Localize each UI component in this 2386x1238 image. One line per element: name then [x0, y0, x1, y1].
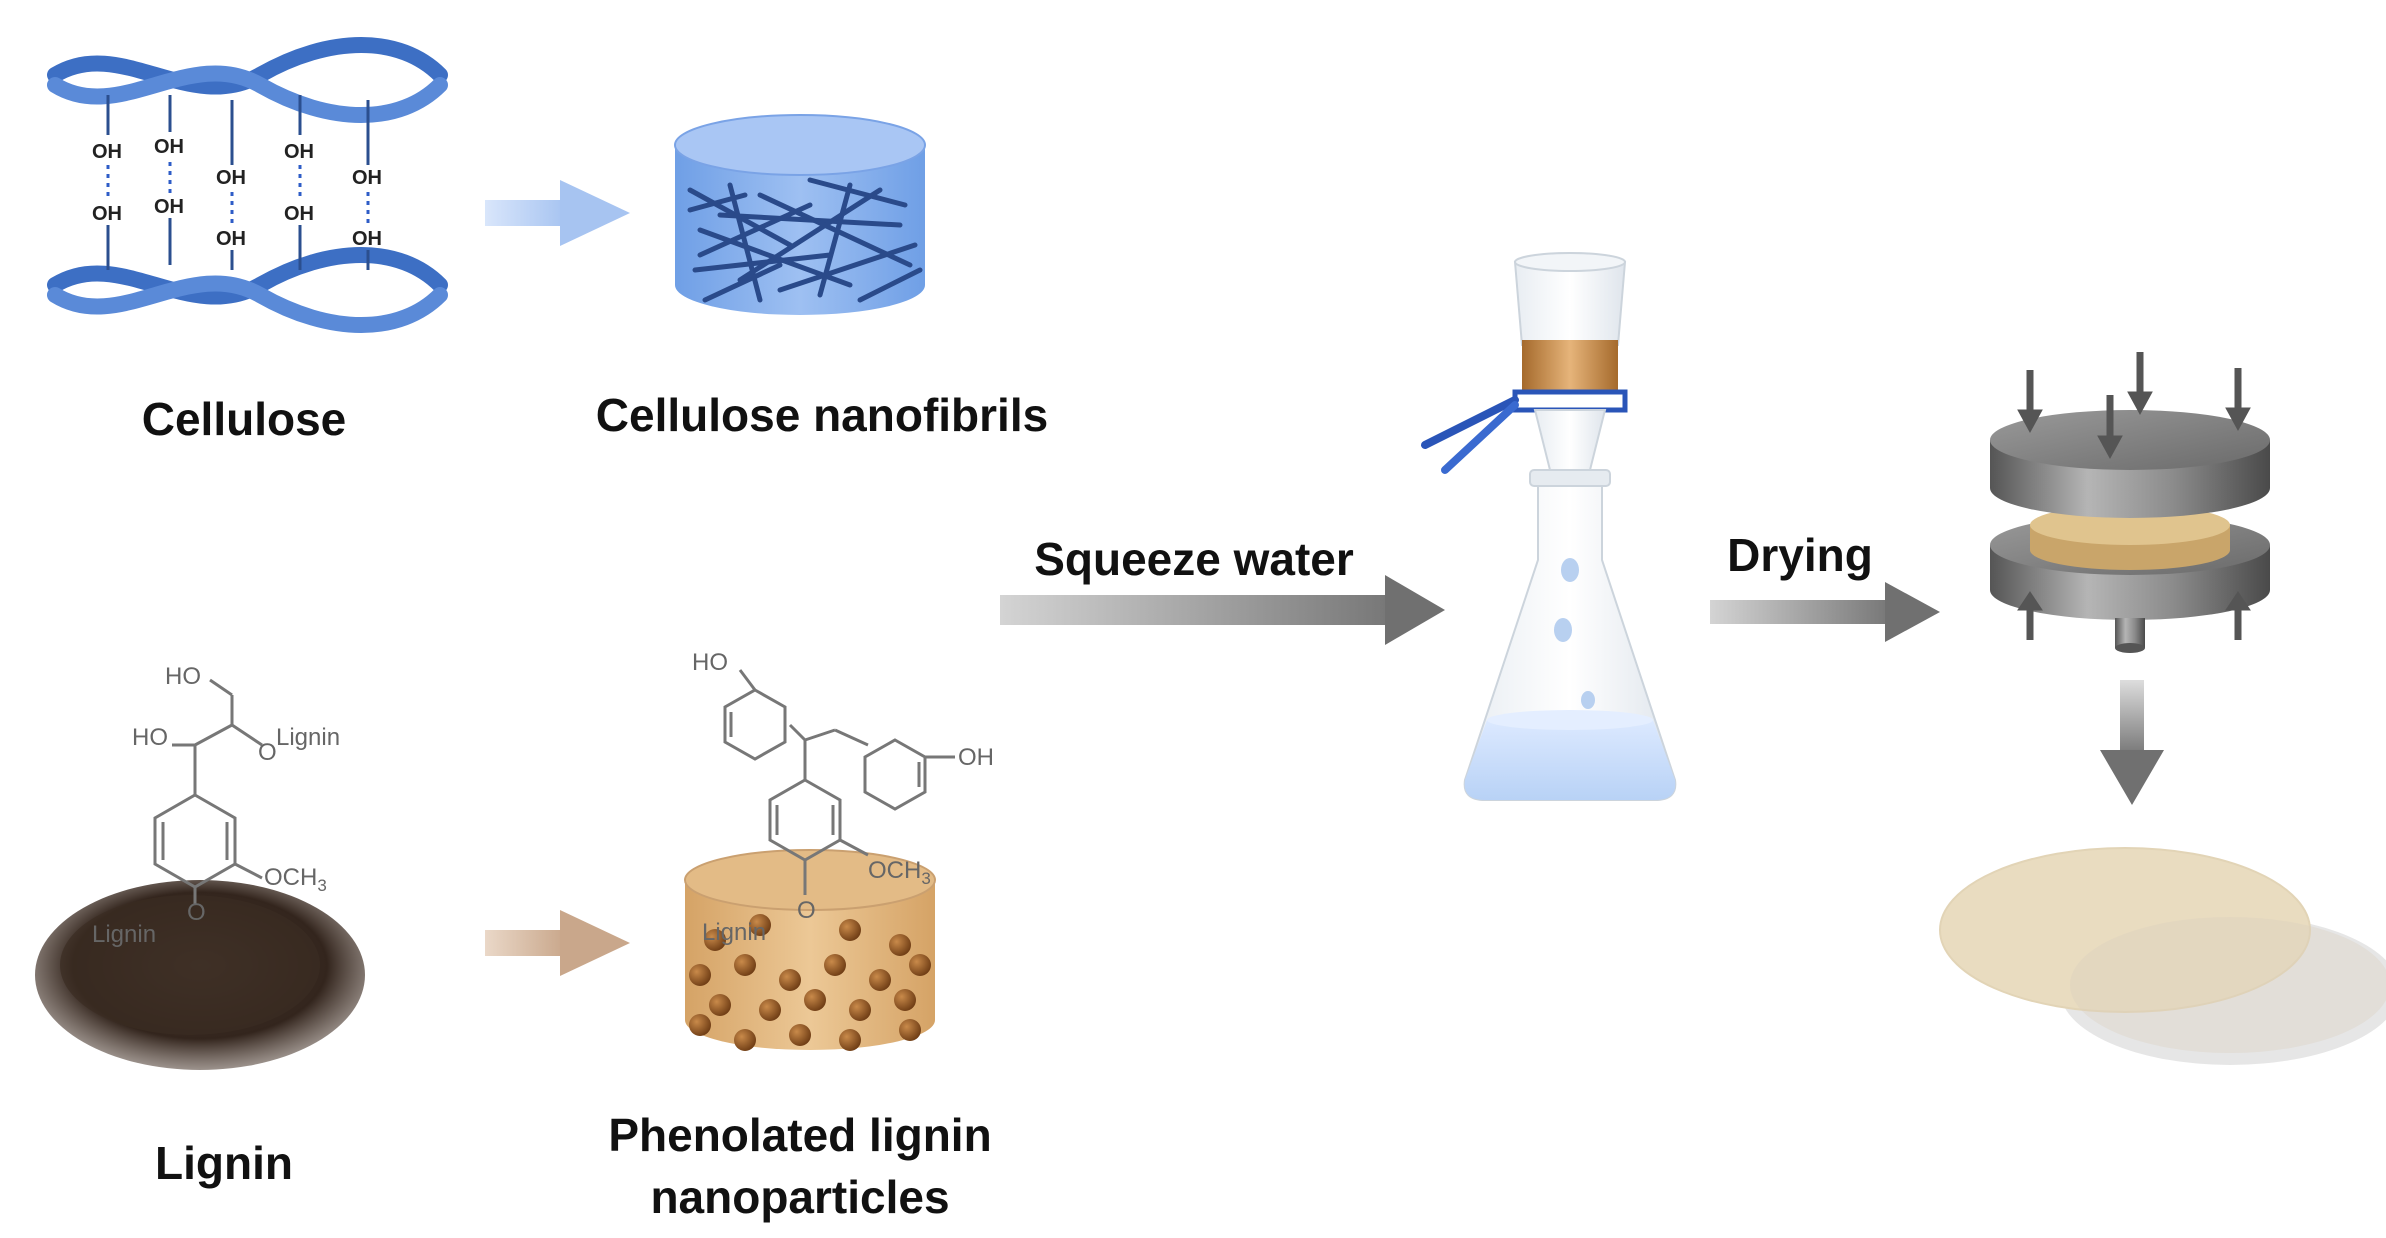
nanoparticle-bead [704, 929, 726, 951]
phenol-methoxy: OCH3 [868, 857, 931, 888]
lignin-sub-top: Lignin [276, 724, 340, 751]
nanoparticle-bead [889, 934, 911, 956]
nanoparticle-bead [909, 954, 931, 976]
nanoparticle-bead [869, 969, 891, 991]
nanoparticle-bead [759, 999, 781, 1021]
nanoparticle-bead [804, 989, 826, 1011]
lignin-cnf-film [1939, 847, 2386, 1065]
oh-label: OH [154, 136, 184, 158]
nanoparticle-bead [789, 1024, 811, 1046]
nanoparticle-bead [839, 1029, 861, 1051]
filtration-flask [1421, 252, 1677, 801]
phenolated-structure [723, 669, 955, 895]
nanoparticle-bead [779, 969, 801, 991]
phenol-oh: OH [958, 744, 994, 771]
oh-label: OH [284, 141, 314, 163]
lignin-ho-mid: HO [132, 724, 168, 751]
oh-label: OH [92, 141, 122, 163]
lignin-link-top: O [258, 739, 277, 766]
nanoparticle-bead [839, 919, 861, 941]
nanoparticle-bead [749, 914, 771, 936]
lignin-methoxy: OCH3 [264, 864, 327, 895]
cellulose-label: Cellulose [141, 393, 347, 445]
cellulose-structure: OH OH OH OH OH OH OH OH OH OH [47, 37, 448, 333]
arrow-to-nanofibrils [485, 180, 630, 246]
lignin-structure [153, 678, 263, 905]
phenolated-lignin-label-line2: nanoparticles [650, 1171, 950, 1223]
nanoparticle-bead [734, 1029, 756, 1051]
nanoparticle-bead [849, 999, 871, 1021]
oh-label: OH [154, 196, 184, 218]
arrow-to-nanoparticles [485, 910, 630, 976]
lignin-label: Lignin [155, 1137, 293, 1189]
hot-press [1990, 352, 2270, 653]
nanoparticle-bead [709, 994, 731, 1016]
oh-label: OH [92, 203, 122, 225]
lignin-sub-bottom: Lignin [92, 921, 156, 948]
drying-arrow [1710, 582, 1940, 642]
oh-label: OH [216, 167, 246, 189]
lignin-powder [35, 880, 365, 1070]
phenolated-lignin-label-line1: Phenolated lignin [608, 1109, 992, 1161]
nanoparticle-bead [689, 964, 711, 986]
nanoparticle-cylinder [684, 849, 936, 1051]
phenol-link: O [797, 897, 816, 924]
oh-label: OH [352, 167, 382, 189]
oh-label: OH [352, 228, 382, 250]
cellulose-nanofibrils-label: Cellulose nanofibrils [595, 389, 1049, 441]
nanoparticle-bead [824, 954, 846, 976]
nanofibril-cylinder [674, 114, 926, 315]
lignin-link-bottom: O [187, 899, 206, 926]
oh-label: OH [216, 228, 246, 250]
nanoparticle-bead [899, 1019, 921, 1041]
squeeze-water-label: Squeeze water [1034, 533, 1354, 585]
nanoparticle-bead [734, 954, 756, 976]
squeeze-arrow [1000, 575, 1445, 645]
phenol-lignin: Lignin [702, 919, 766, 946]
phenol-ho: HO [692, 649, 728, 676]
oh-label: OH [284, 203, 314, 225]
nanoparticle-bead [894, 989, 916, 1011]
arrow-to-film [2100, 680, 2164, 805]
lignin-ho-top: HO [165, 663, 201, 690]
drying-label: Drying [1727, 529, 1873, 581]
nanoparticle-bead [689, 1014, 711, 1036]
